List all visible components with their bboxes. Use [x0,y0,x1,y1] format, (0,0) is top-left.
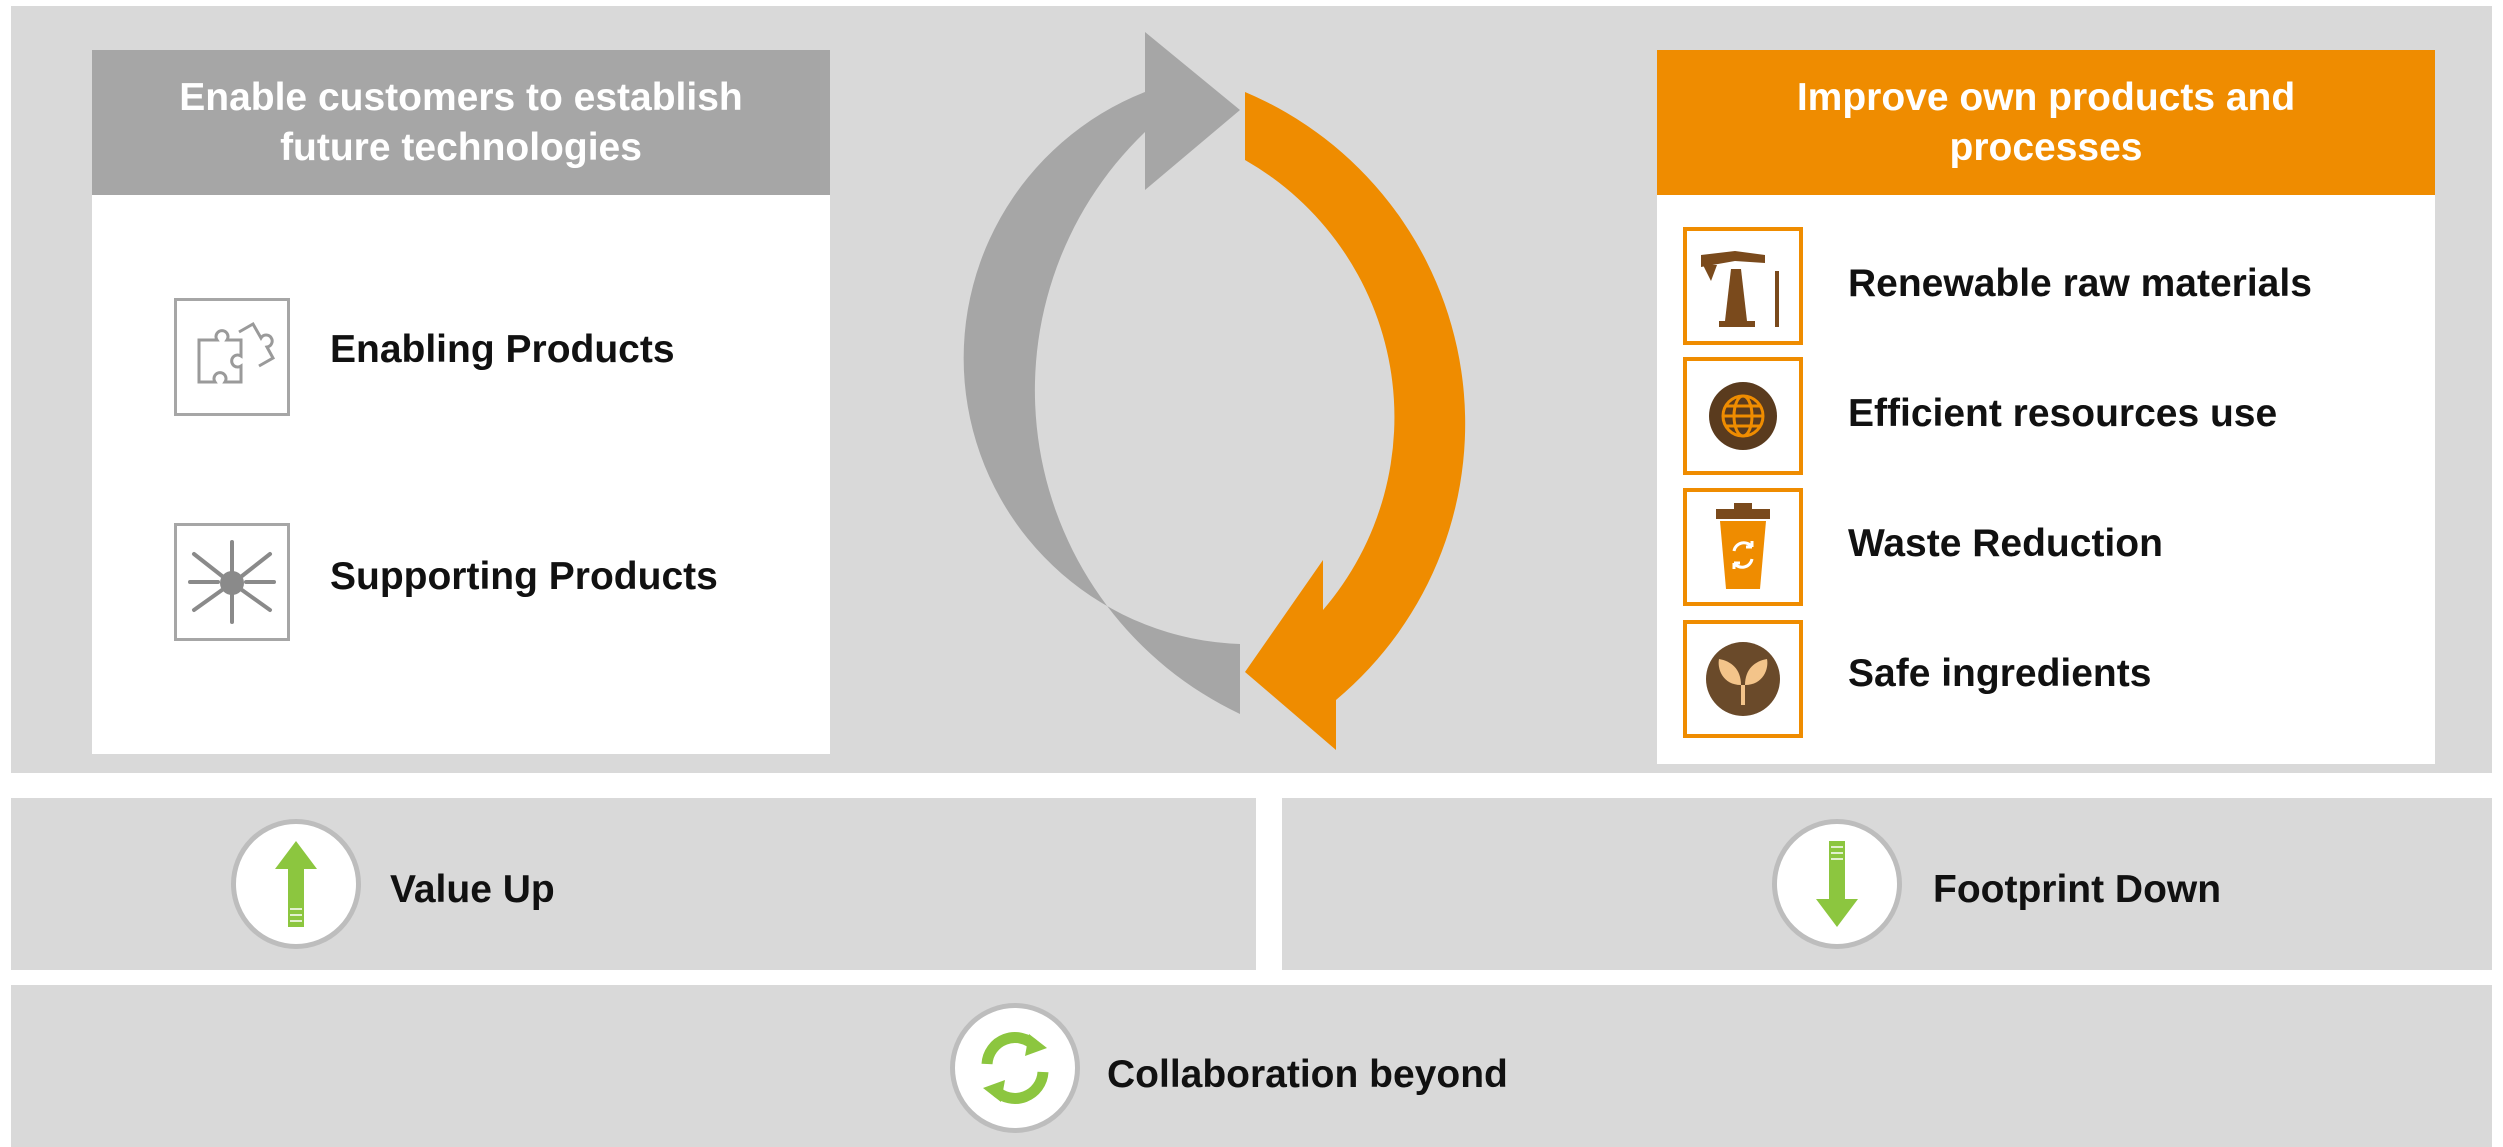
recycle-bin-icon [1683,488,1803,606]
arrow-up-icon [231,819,361,949]
renewable-raw-materials-label: Renewable raw materials [1848,262,2312,305]
grey-cycle-arrow [963,32,1240,714]
right-card-header: Improve own products and processes [1657,50,2435,195]
value-up-label: Value Up [390,868,555,911]
joined-hands-icon [174,523,290,641]
arrow-down-icon [1772,819,1902,949]
value-up-bar [11,798,1256,970]
enabling-products-label: Enabling Products [330,328,675,371]
puzzle-icon [174,298,290,416]
oil-pump-icon [1683,227,1803,345]
efficient-resources-use-label: Efficient resources use [1848,392,2278,435]
collaboration-label: Collaboration beyond [1107,1053,1508,1096]
collaboration-bar [11,985,2492,1147]
supporting-products-label: Supporting Products [330,555,718,598]
safe-ingredients-label: Safe ingredients [1848,652,2152,695]
left-card-title: Enable customers to establish future tec… [179,75,743,169]
orange-cycle-arrow [1245,92,1466,750]
cycle-arrows-diagram [963,32,1466,750]
left-card-header: Enable customers to establish future tec… [92,50,830,195]
globe-icon [1683,357,1803,475]
footprint-down-label: Footprint Down [1933,868,2222,911]
leaves-icon [1683,620,1803,738]
recycle-circle-icon [950,1003,1080,1133]
waste-reduction-label: Waste Reduction [1848,522,2163,565]
right-card-title: Improve own products and processes [1796,75,2296,169]
